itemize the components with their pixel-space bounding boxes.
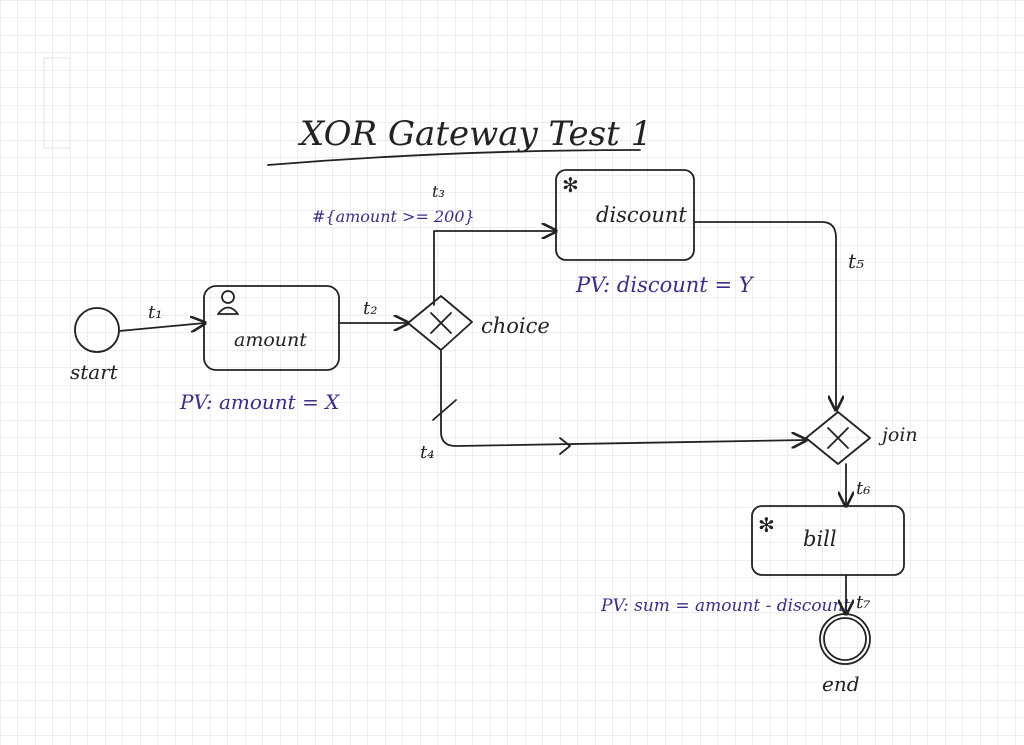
flow-label-t7: t₇ <box>856 592 870 613</box>
flow-label-t3: t₃ <box>432 182 445 201</box>
gateway-join-label: join <box>878 424 918 446</box>
task-discount <box>555 169 695 261</box>
paper-brand-mark <box>43 57 71 149</box>
start-label: start <box>70 360 119 384</box>
end-label: end <box>822 672 860 696</box>
end-event <box>819 613 871 665</box>
star-marker-icon: ✻ <box>562 173 579 197</box>
task-discount-label: discount <box>596 203 687 227</box>
flow-label-t4: t₄ <box>420 442 434 463</box>
title-underline <box>267 149 641 166</box>
flow-label-t5: t₅ <box>848 249 864 273</box>
flow-t4 <box>440 349 806 446</box>
flow-t3 <box>433 231 556 306</box>
flow-label-t2: t₂ <box>363 298 377 319</box>
pv-discount: PV: discount = Y <box>575 273 755 297</box>
diagram-title: XOR Gateway Test 1 <box>297 114 652 154</box>
flow-t5 <box>693 221 836 410</box>
default-flow-slash <box>432 399 457 421</box>
gateway-join <box>805 411 871 465</box>
condition-label: #{amount >= 200} <box>312 207 475 226</box>
task-bill <box>751 505 905 576</box>
flow-label-t1: t₁ <box>148 302 162 323</box>
pv-amount: PV: amount = X <box>179 390 340 414</box>
flow-t1 <box>118 323 205 331</box>
task-amount-label: amount <box>234 329 307 351</box>
gateway-choice-label: choice <box>481 314 550 338</box>
start-event <box>74 307 120 353</box>
flow-t4-mid-arrow <box>559 437 571 455</box>
task-amount <box>203 285 340 371</box>
flow-label-t6: t₆ <box>856 478 870 499</box>
task-bill-label: bill <box>803 527 837 551</box>
user-icon <box>217 290 239 315</box>
star-marker-icon: ✻ <box>758 513 775 537</box>
pv-bill: PV: sum = amount - discount <box>600 596 850 616</box>
